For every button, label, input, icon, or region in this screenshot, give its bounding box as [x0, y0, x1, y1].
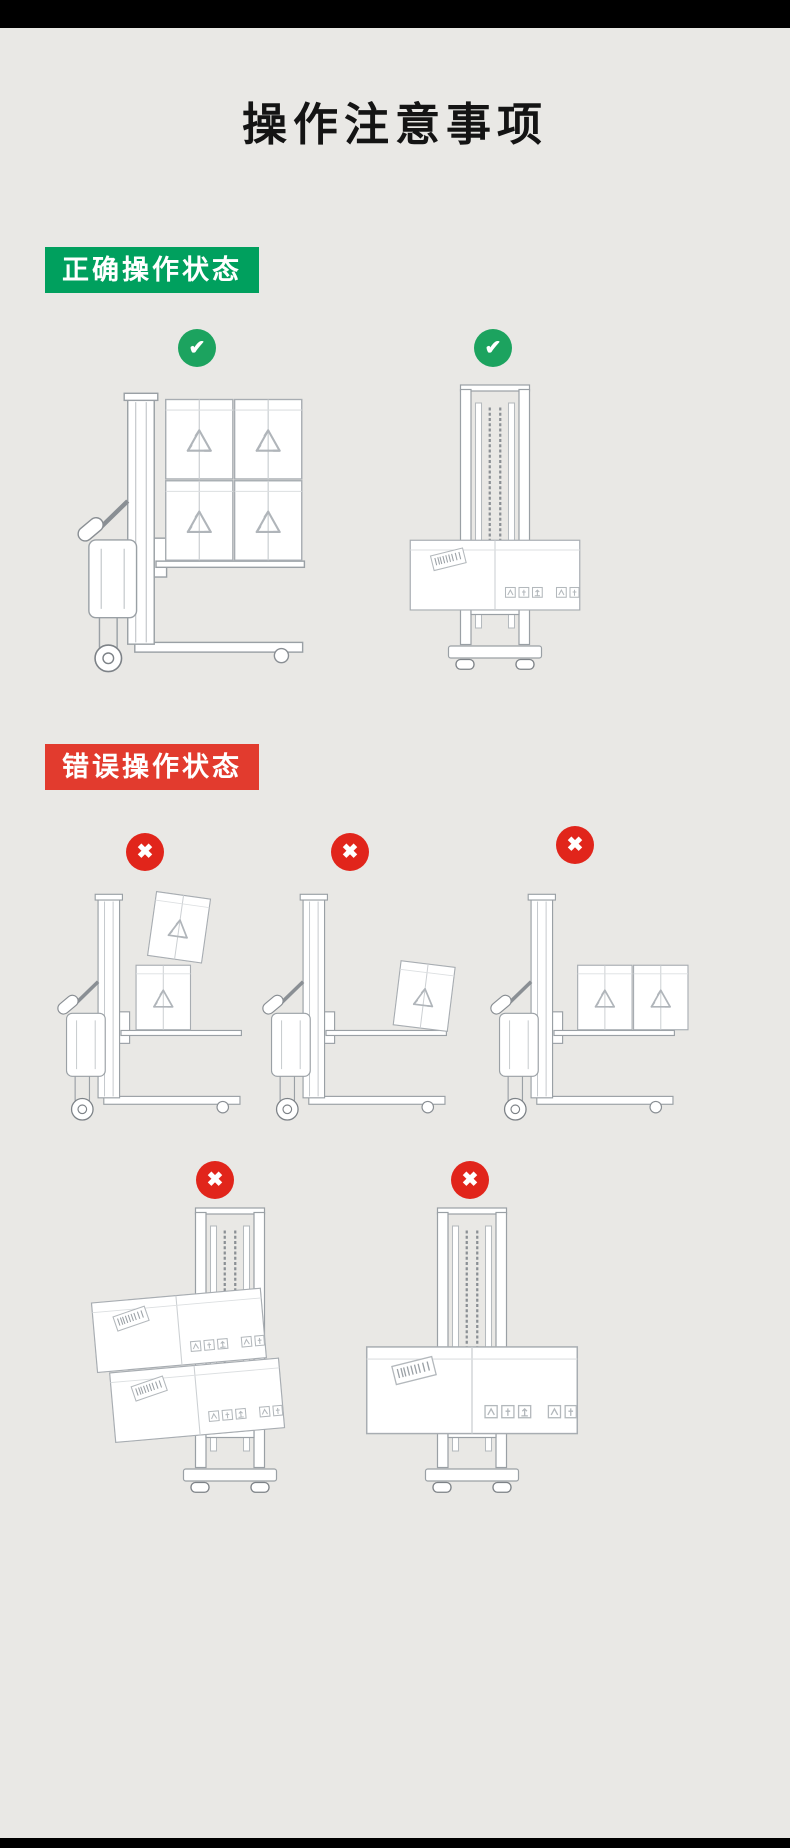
bottom-black-bar	[0, 1838, 790, 1848]
cross-icon: ✖	[451, 1161, 489, 1199]
correct-section-label: 正确操作状态	[45, 247, 259, 294]
figure-wrong-tilted-off-center-stack	[90, 1205, 320, 1520]
cross-icon: ✖	[331, 833, 369, 871]
check-icon: ✔	[474, 329, 512, 367]
figure-wrong-load-overhanging-forks	[468, 890, 689, 1134]
top-black-bar	[0, 0, 790, 28]
figure-correct-front-load-centered	[405, 382, 585, 697]
figure-wrong-uneven-stack	[35, 890, 250, 1134]
wrong-section-label: 错误操作状态	[45, 744, 259, 791]
page-title: 操作注意事项	[241, 99, 548, 150]
cross-icon: ✖	[126, 833, 164, 871]
figure-correct-side-load-centered	[50, 388, 315, 688]
cross-icon: ✖	[196, 1161, 234, 1199]
check-icon: ✔	[178, 329, 216, 367]
cross-icon: ✖	[556, 826, 594, 864]
figure-wrong-load-at-fork-tips	[240, 890, 456, 1134]
figure-wrong-load-too-wide	[365, 1205, 579, 1520]
